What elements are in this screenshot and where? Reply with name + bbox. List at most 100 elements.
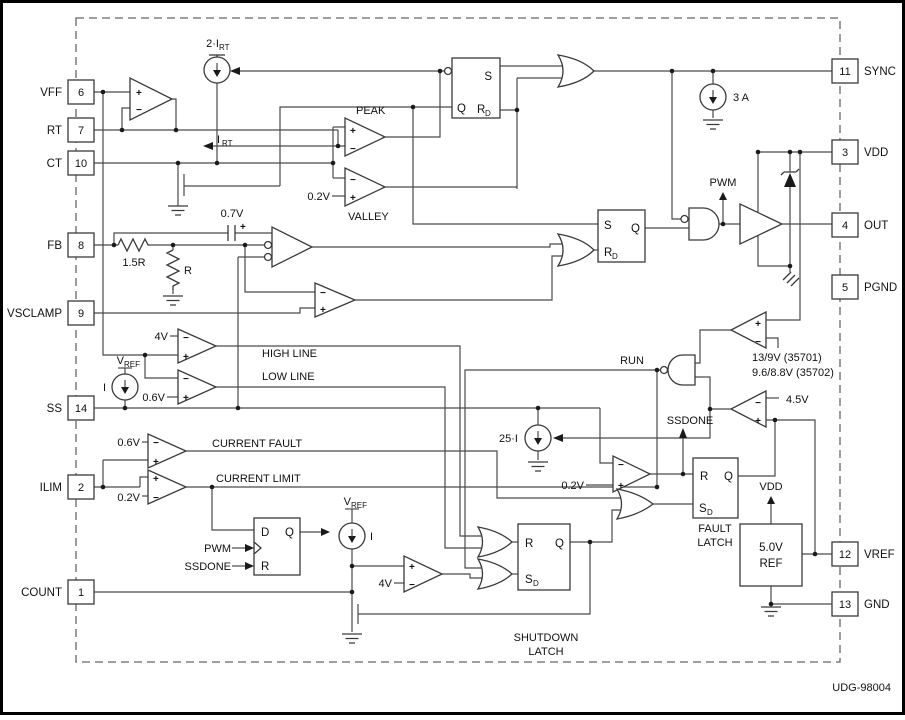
fault-latch: R Q S D [692,457,739,519]
latch-q-label: Q [555,538,564,550]
pins-left: 6 VFF 7 RT 10 CT 8 FB 9 VSCLAMP 14 SS [7,79,95,605]
latch-q-label: Q [631,223,640,235]
pin-vff: 6 VFF [40,79,95,105]
pin-label: RT [47,125,62,137]
shutdown-latch-label2: LATCH [528,646,563,658]
pin-label: FB [47,240,62,252]
ssdone-low-comparator: − + [612,454,652,494]
ssdone-fault-label: SSDONE [667,415,713,427]
minus-sign: − [153,438,159,449]
vref-ss-sub: REF [124,360,140,369]
vref-ss-label: V [117,355,125,367]
annotations: 2·I RT I RT 3 A PEAK VALLEY 0.2V 0.7V + … [103,38,891,694]
pin-label: VSCLAMP [7,308,62,320]
junction-dots [100,68,818,607]
pin-label: SS [47,403,63,415]
pin-ct: 10 CT [47,150,95,176]
ground-ss-discharge [528,461,548,472]
vff-buffer-opamp: + − [129,76,174,122]
pin-ilim: 2 ILIM [40,474,95,500]
pwm-dff-label: PWM [204,543,231,555]
minus-sign: − [350,175,356,186]
limit-ref-label: 0.2V [117,492,140,504]
pin-number: 7 [78,125,84,137]
vdd-ref-label: VDD [759,481,782,493]
high-line-comparator: − + [177,327,218,365]
valley-ref-label: 0.2V [307,191,330,203]
ground-sync-source [703,119,723,130]
minus-sign: − [409,580,415,591]
pin-label: SYNC [864,66,896,78]
vref-count-sub: REF [351,501,367,510]
ground-count-mosfet [342,633,362,644]
pwm-out-label: PWM [710,177,737,189]
high-line-label: HIGH LINE [262,348,317,360]
minus-sign: − [183,333,189,344]
battery-plus: + [240,222,246,233]
latch-s-label: S [699,503,707,515]
pin-count: 1 COUNT [21,579,95,605]
pin-pgnd: 5 PGND [831,274,897,300]
pin-number: 5 [842,282,848,294]
latch-r-sub: D [612,252,618,261]
pins-right: 11 SYNC 3 VDD 4 OUT 5 PGND 12 VREF 13 GN… [831,58,897,617]
current-limit-comparator: + − [147,468,188,506]
pin-label: PGND [864,282,897,294]
sync-current-label: 3 A [733,92,750,104]
pin-vref: 12 VREF [831,541,895,567]
pin-label: CT [47,158,62,170]
minus-sign: − [618,460,624,471]
ref-line1: 5.0V [759,542,783,554]
plus-sign: + [618,481,624,492]
plus-sign: + [153,457,159,468]
pin-vdd: 3 VDD [831,139,888,165]
done-ref-label: 0.2V [561,480,584,492]
latch-r-label: R [477,104,485,116]
fault-latch-label1: FAULT [698,523,732,535]
latch-q-label: Q [285,527,294,539]
valley-label: VALLEY [348,211,389,223]
pin-number: 12 [839,549,851,561]
error-amplifier [263,225,314,269]
vdd-zener-diode [780,168,800,187]
plus-sign: + [320,305,326,316]
pin-number: 1 [78,587,84,599]
current-fault-label: CURRENT FAULT [212,438,302,450]
ssdone-dff-label: SSDONE [185,561,231,573]
run-nand-gate [659,354,696,386]
voltage-reference-block: 5.0V REF [739,523,803,587]
plus-sign: + [755,319,761,330]
pin-rt: 7 RT [47,117,95,143]
fault-or-gate [615,488,655,520]
latch-s-sub: D [533,579,539,588]
latch-r-label: R [700,471,708,483]
resistor-r [165,249,181,290]
pwm-reset-or-gate [556,233,595,267]
osc-current-label: 2·I [206,38,219,50]
shutdown-set-or-gate [476,558,514,590]
latch-r-label: R [604,247,612,259]
latch-s-label: S [484,71,492,83]
sync-current-source [699,83,727,111]
ground-ref [761,606,781,617]
ground-symbols [163,119,800,644]
osc-current-source [203,54,231,84]
pin-number: 10 [75,158,87,170]
latch-q-label: Q [457,103,466,115]
low-ref-label: 0.6V [142,392,165,404]
count-ref-label: 4V [379,578,393,590]
plus-sign: + [409,562,415,573]
osc-current-sub: RT [219,43,230,52]
pin-number: 11 [839,66,850,78]
ssdone-ref-label: 4.5V [786,394,809,406]
minus-sign: − [350,144,356,155]
ground-pgnd-small [782,271,800,287]
plus-sign: + [136,88,142,99]
ground-divider [163,295,183,306]
ss-discharge-current-source [524,424,552,452]
minus-sign: − [153,493,159,504]
pin-label: VFF [40,87,62,99]
pin-number: 9 [78,308,84,320]
